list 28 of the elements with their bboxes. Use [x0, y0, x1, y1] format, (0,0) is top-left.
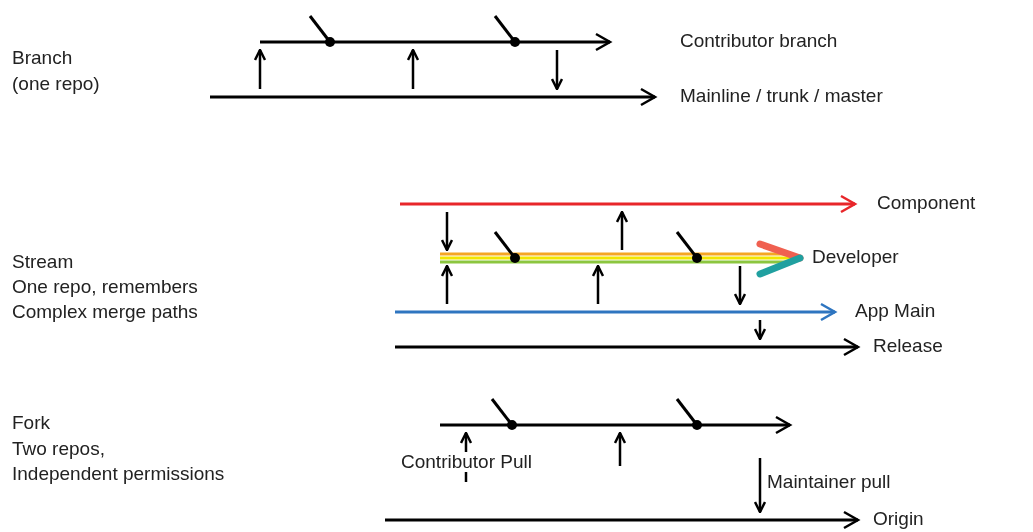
section-note: Fork [12, 412, 50, 434]
section-note: One repo, remembers [12, 276, 198, 298]
merge-arrow [753, 458, 767, 514]
timeline-label: Developer [812, 246, 899, 268]
timeline-label: Component [877, 192, 976, 214]
merge-arrow [753, 320, 767, 341]
merge-arrow [440, 212, 454, 252]
timeline-label: Release [873, 335, 943, 357]
timeline-label: Contributor branch [680, 30, 838, 52]
merge-arrow [615, 210, 629, 250]
section-note: Stream [12, 251, 74, 273]
timeline-label: Mainline / trunk / master [680, 85, 883, 107]
merge-arrow [440, 264, 454, 304]
merge-arrow [733, 266, 747, 306]
edge-label: Maintainer pull [766, 472, 892, 492]
section-note: (one repo) [12, 73, 100, 95]
section-note: Complex merge paths [12, 301, 198, 323]
timeline-label: Origin [873, 508, 924, 530]
section-note: Two repos, [12, 438, 105, 460]
timeline-label: App Main [855, 300, 936, 322]
merge-arrow [613, 431, 627, 466]
merge-arrow [550, 50, 564, 91]
merge-arrow [253, 48, 267, 89]
edge-label: Contributor Pull [400, 452, 533, 472]
section-note: Independent permissions [12, 463, 225, 485]
merge-arrow [591, 264, 605, 304]
section-note: Branch [12, 47, 73, 69]
merge-arrow [406, 48, 420, 89]
